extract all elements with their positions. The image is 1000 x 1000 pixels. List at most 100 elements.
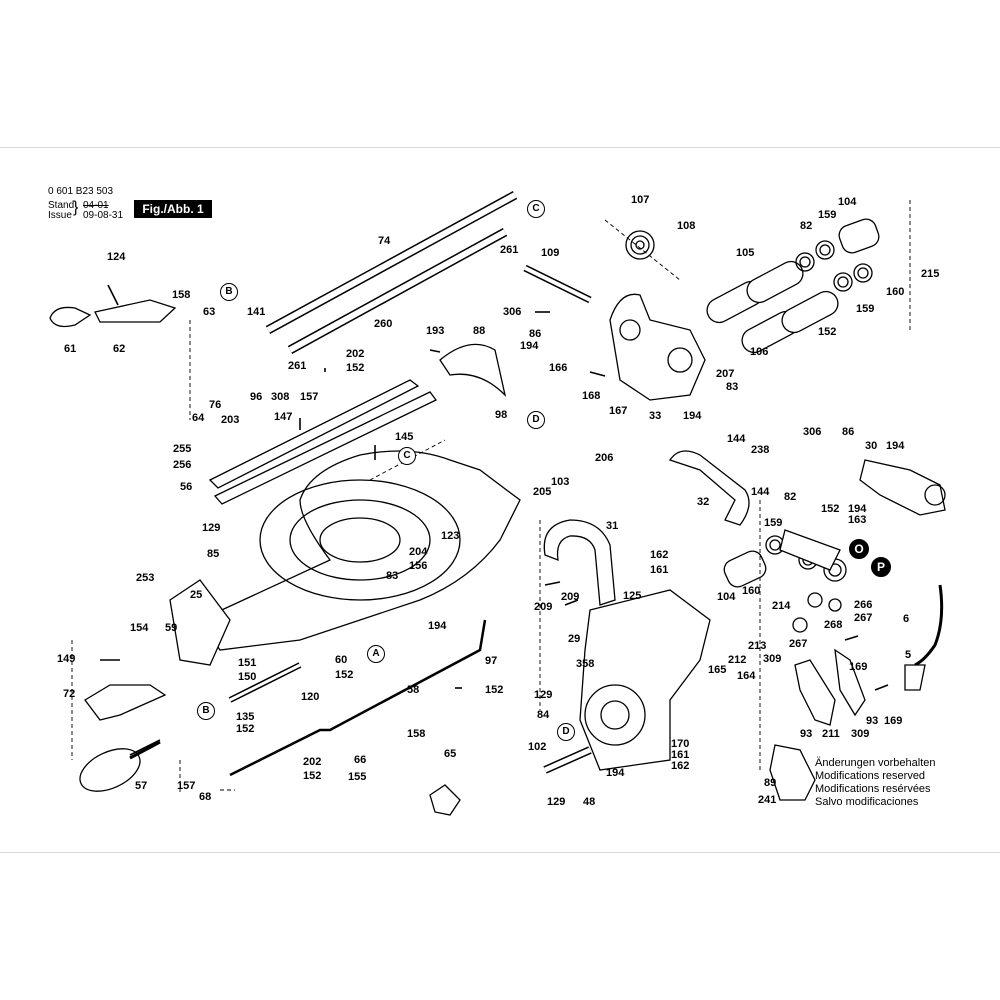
part-label: 83 bbox=[726, 381, 739, 393]
part-label: 31 bbox=[606, 520, 619, 532]
part-label: 194 bbox=[606, 767, 625, 779]
part-label: 306 bbox=[503, 306, 522, 318]
base-25 bbox=[169, 450, 521, 666]
part-label: 213 bbox=[748, 640, 767, 652]
part-label: 6 bbox=[903, 613, 910, 625]
cylinders-104 bbox=[723, 218, 880, 588]
ref-marker-c: C bbox=[398, 447, 416, 465]
part-label: 209 bbox=[534, 601, 553, 613]
part-label: 72 bbox=[63, 688, 76, 700]
part-label: 204 bbox=[409, 546, 428, 558]
part-label: 104 bbox=[838, 196, 857, 208]
part-label: 141 bbox=[247, 306, 266, 318]
modifications-note: Änderungen vorbehalten Modifications res… bbox=[815, 757, 935, 809]
ref-marker-d: D bbox=[557, 723, 575, 741]
pivot-33 bbox=[609, 293, 706, 401]
part-label: 144 bbox=[727, 433, 746, 445]
part-label: 96 bbox=[250, 391, 263, 403]
part-label: 129 bbox=[534, 689, 553, 701]
part-label: 238 bbox=[751, 444, 770, 456]
part-label: 161 bbox=[671, 749, 690, 761]
part-label: 194 bbox=[886, 440, 905, 452]
rail-74 bbox=[265, 191, 518, 334]
part-label: 157 bbox=[300, 391, 319, 403]
part-label: 93 bbox=[866, 715, 879, 727]
part-label: 209 bbox=[561, 591, 580, 603]
part-label: 86 bbox=[529, 328, 542, 340]
part-label: 76 bbox=[209, 399, 222, 411]
part-label: 160 bbox=[742, 585, 761, 597]
lever-72 bbox=[84, 684, 167, 721]
part-label: 48 bbox=[583, 796, 596, 808]
part-label: 358 bbox=[576, 658, 595, 670]
part-label: 149 bbox=[57, 653, 76, 665]
part-label: 160 bbox=[886, 286, 905, 298]
handle-31 bbox=[543, 519, 616, 606]
part-label: 107 bbox=[631, 194, 650, 206]
figure-label: Fig./Abb. 1 bbox=[134, 200, 212, 218]
ref-marker-c: C bbox=[527, 200, 545, 218]
part-label: 261 bbox=[288, 360, 307, 372]
bushings-105 bbox=[706, 260, 839, 354]
part-label: 156 bbox=[409, 560, 428, 572]
ref-marker-a: A bbox=[367, 645, 385, 663]
note-line-fr: Modifications resérvées bbox=[815, 783, 931, 795]
part-label: 152 bbox=[236, 723, 255, 735]
part-label: 108 bbox=[677, 220, 696, 232]
part-label: 214 bbox=[772, 600, 791, 612]
rod-58 bbox=[229, 619, 487, 777]
part-label: 82 bbox=[784, 491, 797, 503]
brace: } bbox=[73, 199, 79, 216]
fence-56 bbox=[208, 379, 437, 505]
part-label: 25 bbox=[190, 589, 203, 601]
issue-label: Issue bbox=[48, 210, 72, 221]
shaft-102 bbox=[543, 746, 592, 774]
screws bbox=[100, 284, 889, 756]
part-label: 155 bbox=[348, 771, 367, 783]
part-label: 152 bbox=[821, 503, 840, 515]
stand-date: 04-01 bbox=[83, 200, 109, 211]
part-label: 68 bbox=[199, 791, 212, 803]
part-label: 212 bbox=[728, 654, 747, 666]
part-label: 241 bbox=[758, 794, 777, 806]
part-label: 123 bbox=[441, 530, 460, 542]
part-number: 0 601 B23 503 bbox=[48, 186, 114, 197]
part-label: 169 bbox=[884, 715, 903, 727]
part-label: 56 bbox=[180, 481, 193, 493]
part-label: 104 bbox=[717, 591, 736, 603]
part-label: 256 bbox=[173, 459, 192, 471]
shaft-109 bbox=[523, 264, 592, 304]
part-label: 63 bbox=[203, 306, 216, 318]
part-label: 84 bbox=[537, 709, 550, 721]
part-label: 60 bbox=[335, 654, 348, 666]
part-label: 98 bbox=[495, 409, 508, 421]
part-label: 162 bbox=[650, 549, 669, 561]
part-label: 102 bbox=[528, 741, 547, 753]
part-label: 194 bbox=[683, 410, 702, 422]
part-label: 32 bbox=[697, 496, 710, 508]
part-label: 74 bbox=[378, 235, 391, 247]
part-label: 152 bbox=[303, 770, 322, 782]
part-label: 86 bbox=[842, 426, 855, 438]
part-label: 202 bbox=[346, 348, 365, 360]
part-label: 267 bbox=[789, 638, 808, 650]
part-label: 261 bbox=[500, 244, 519, 256]
part-label: 83 bbox=[386, 570, 399, 582]
ref-marker-b: B bbox=[220, 283, 238, 301]
ref-marker-o: O bbox=[849, 539, 869, 559]
part-label: 158 bbox=[407, 728, 426, 740]
ref-marker-p: P bbox=[871, 557, 891, 577]
part-label: 62 bbox=[113, 343, 126, 355]
handle-32 bbox=[668, 450, 750, 526]
issue-date: 09-08-31 bbox=[83, 210, 124, 221]
guard-88 bbox=[439, 343, 507, 398]
part-label: 308 bbox=[271, 391, 290, 403]
part-label: 129 bbox=[547, 796, 566, 808]
part-label: 166 bbox=[549, 362, 568, 374]
part-label: 152 bbox=[346, 362, 365, 374]
part-label: 59 bbox=[165, 622, 178, 634]
cable-6 bbox=[904, 584, 944, 691]
part-label: 266 bbox=[854, 599, 873, 611]
part-label: 205 bbox=[533, 486, 552, 498]
